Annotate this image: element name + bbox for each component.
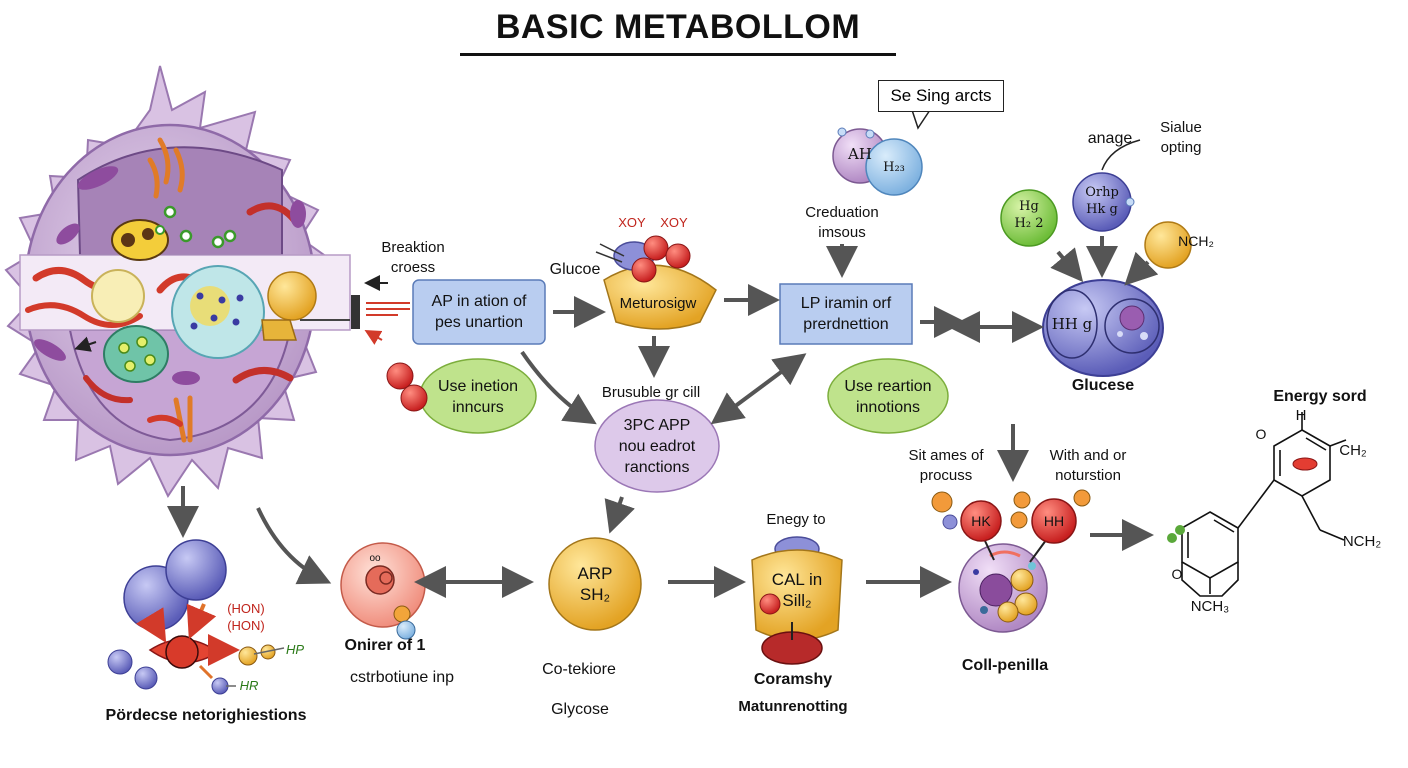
hg-green-sphere [1000, 189, 1058, 247]
arp-sphere [548, 537, 642, 631]
meturosigw-shape [595, 235, 717, 330]
ap-box-shape [412, 279, 546, 345]
nch2-sphere-label: NCH₂ [1178, 233, 1214, 249]
meturosigw-label: Meturosigw [619, 294, 697, 312]
cstrbotiune-label: cstrbotiune inp [349, 669, 455, 686]
hh-label: HH [1043, 513, 1065, 529]
red-ball [386, 362, 414, 390]
lp-box-label: LP iramin orf prerdnettion [800, 295, 892, 333]
hh-sphere [1031, 498, 1077, 544]
use-reartion-oval [827, 358, 949, 434]
arp-label: ARP SH₂ [577, 564, 613, 604]
hhg-label: HH g [1051, 315, 1093, 333]
mol-o-label: O [1255, 426, 1267, 442]
cotekiore-label: Co-tekiore [542, 661, 616, 678]
cal-label: CAL in Sill₂ [771, 570, 823, 610]
xoy-right-label: XOY [660, 215, 688, 230]
hon-label-2: (HON) [227, 618, 265, 633]
pc-app-label: 3PC APP nou eadrot ranctions [618, 416, 696, 476]
diagram-title: BASIC METABOLLOM [495, 8, 861, 46]
pordecse-label: Pördecse netorighiestions [105, 707, 307, 724]
energy-sord-label: Energy sord [1273, 388, 1367, 405]
glucese-sphere [1042, 279, 1164, 377]
xoy-left-label: XOY [618, 215, 646, 230]
hk-label: HK [971, 513, 991, 529]
flow-arrows [167, 236, 1159, 598]
enegy-to-label: Enegy to [766, 511, 826, 528]
hk-sphere [960, 500, 1002, 542]
maturen-label: Matunrenotting [738, 698, 848, 715]
ap-box-label: AP in ation of pes unartion [431, 293, 527, 331]
use-reartion-label: Use reartion innotions [844, 378, 932, 416]
hg-green-label: Hg H₂ 2 [1014, 199, 1044, 231]
mol-ch2-label: CH₂ [1339, 442, 1367, 459]
onirer-sphere [340, 542, 426, 640]
h23-label: H₂₃ [883, 160, 905, 175]
orhp-label: Orhp Hk g [1085, 185, 1119, 217]
lp-box-shape [779, 283, 913, 345]
coll-penilla-label: Coll-penilla [961, 657, 1049, 674]
coll-penilla-sphere [958, 525, 1053, 633]
mol-h-label: H [1295, 407, 1307, 424]
molecule-red-dot [1292, 457, 1318, 471]
title-underline [460, 53, 896, 56]
sit-ames-label: Sit ames of procuss [908, 447, 984, 484]
onirer-inner-label: oo [369, 553, 381, 564]
hp-tag: HP [285, 642, 305, 657]
breaktion-label: Breaktion croess [381, 239, 445, 276]
molecule-green-dot [1175, 525, 1185, 535]
membrane-channel [351, 295, 360, 329]
with-and-label: With and or noturstion [1049, 447, 1127, 484]
glucese-label: Glucese [1071, 377, 1135, 394]
ah-label: AH [848, 145, 872, 163]
mol-nch2-label: NCH₂ [1342, 533, 1382, 550]
anage-label: anage [1087, 130, 1133, 147]
creduation-label: Creduation imsous [805, 204, 879, 241]
brusuble-label: Brusuble gr cill [601, 384, 701, 401]
pc-app-oval [594, 399, 720, 493]
hon-label-1: (HON) [227, 601, 265, 616]
onirer-label: Onirer of 1 [344, 637, 426, 654]
coramshy-label: Coramshy [753, 671, 833, 688]
mol-nch3-label: NCH₃ [1190, 598, 1230, 615]
cal-shape [751, 536, 843, 665]
bottom-left-spheres [107, 539, 285, 695]
glycose-label: Glycose [551, 701, 609, 718]
mol-ring-o-label: O [1171, 566, 1183, 582]
hr-tag: HR [239, 678, 259, 693]
callout-bubble: Se Sing arcts [878, 80, 1004, 112]
h23-sphere [865, 138, 923, 196]
cell-illustration [4, 65, 351, 499]
use-inetion-label: Use inetion inncurs [437, 378, 519, 416]
sialue-label: Sialue opting [1160, 119, 1202, 156]
glucoe-label: Glucoe [549, 261, 601, 278]
